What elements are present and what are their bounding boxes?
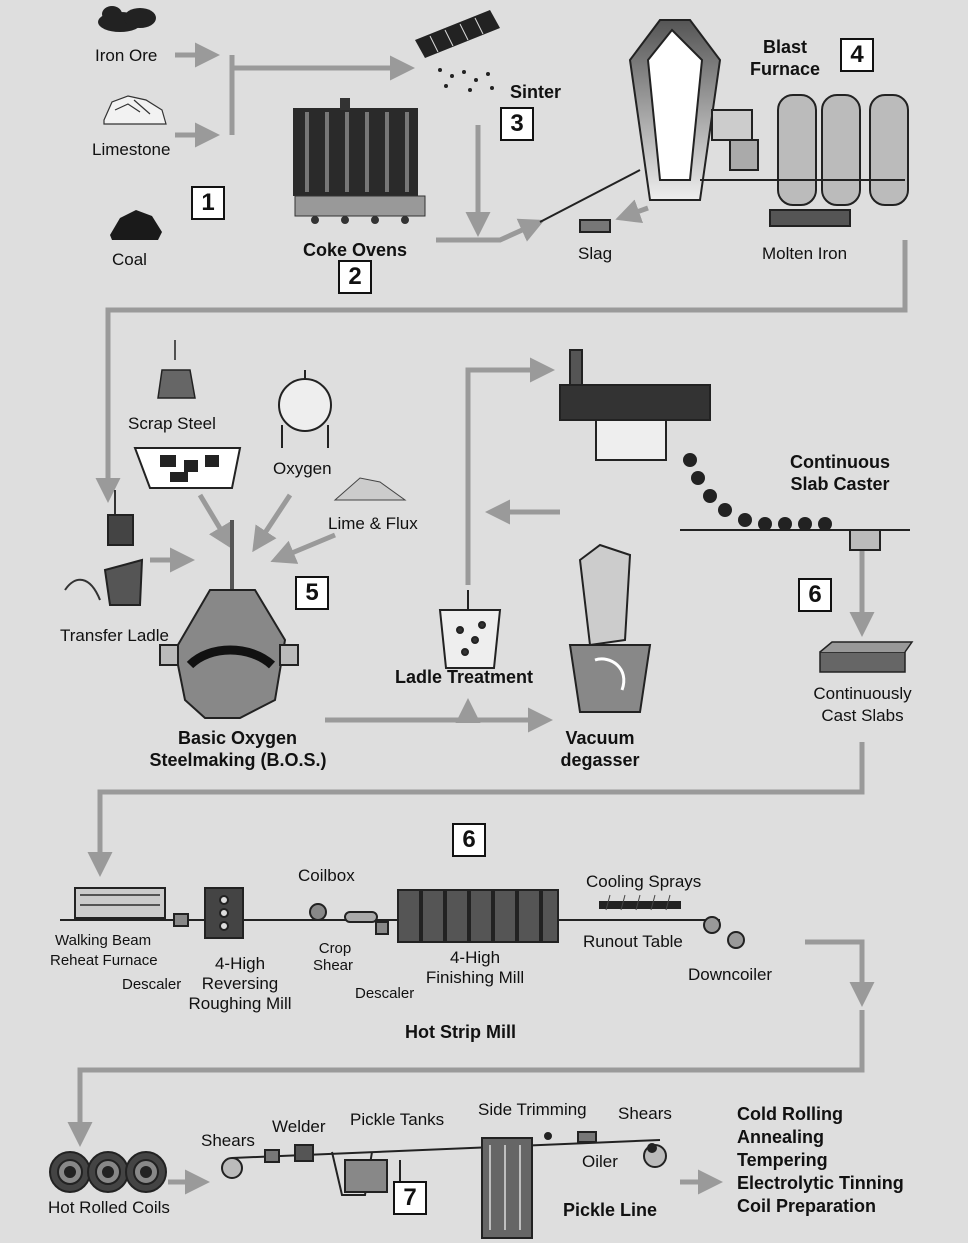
- final-process-item: Cold Rolling: [737, 1104, 843, 1124]
- final-process-item: Annealing: [737, 1127, 825, 1147]
- arrow-to-slag: [615, 199, 649, 224]
- label-cast-slabs: Cast Slabs: [821, 706, 904, 725]
- label-finishing-mill: Finishing Mill: [425, 968, 525, 987]
- step-number-6-strip: 6: [452, 823, 486, 857]
- line-to-bos: [95, 240, 908, 503]
- label-walking-beam: Walking Beam: [55, 932, 152, 949]
- step-number-7: 7: [393, 1181, 427, 1215]
- label-bos-line2: Steelmaking (B.O.S.): [149, 750, 327, 770]
- label-transfer-ladle: Transfer Ladle: [60, 626, 169, 645]
- hot-strip-mill-line: [60, 887, 745, 949]
- oxygen-tank: [278, 370, 332, 448]
- arrow-flux-to-bos: [270, 532, 336, 564]
- label-welder: Welder: [272, 1117, 326, 1136]
- label-oxygen: Oxygen: [273, 459, 332, 478]
- line-slabs-to-strip-mill: [87, 742, 865, 877]
- label-roughing-mill: Roughing Mill: [188, 994, 292, 1013]
- step-number-5: 5: [295, 576, 329, 610]
- blast-furnace: [539, 19, 909, 233]
- label-blast-furnace-line1: Blast: [762, 37, 807, 57]
- label-runout-table: Runout Table: [583, 932, 683, 951]
- transfer-ladle: [64, 490, 144, 606]
- step-number-3: 3: [500, 107, 534, 141]
- label-coke-ovens: Coke Ovens: [303, 240, 408, 260]
- sinter-machine: [415, 10, 500, 92]
- final-processes-list: Cold Rolling Annealing Tempering Electro…: [737, 1103, 904, 1218]
- final-process-item: Tempering: [737, 1150, 828, 1170]
- label-limestone: Limestone: [92, 140, 171, 159]
- arrow-to-blast-furnace: [436, 218, 545, 243]
- label-pickle-tanks: Pickle Tanks: [350, 1110, 445, 1129]
- step-number-2: 2: [338, 260, 372, 294]
- label-scrap-steel: Scrap Steel: [128, 414, 216, 433]
- label-slab-caster: Slab Caster: [790, 474, 890, 494]
- label-4-high-1: 4-High: [214, 954, 266, 973]
- step-number-6-caster: 6: [798, 578, 832, 612]
- ladle-treatment-vessel: [438, 590, 502, 669]
- label-lime-flux: Lime & Flux: [328, 514, 418, 533]
- step-number-1: 1: [191, 186, 225, 220]
- coke-ovens: [293, 98, 426, 224]
- step-number-4: 4: [840, 38, 874, 72]
- flow-arrows: [67, 42, 908, 1195]
- label-reversing: Reversing: [201, 974, 279, 993]
- scrap-crane: [157, 340, 196, 399]
- hot-rolled-coils: [49, 1151, 167, 1193]
- label-cooling-sprays: Cooling Sprays: [586, 872, 702, 891]
- coal-pile: [110, 210, 162, 240]
- label-continuously: Continuously: [813, 684, 912, 703]
- label-vacuum: Vacuum: [565, 728, 635, 748]
- bos-converter: [159, 520, 299, 719]
- line-to-pickle: [67, 1010, 865, 1147]
- label-4-high-2: 4-High: [449, 948, 501, 967]
- label-hot-rolled-coils: Hot Rolled Coils: [48, 1198, 170, 1217]
- label-coilbox: Coilbox: [298, 866, 355, 885]
- label-side-trimming: Side Trimming: [478, 1100, 587, 1119]
- line-downcoiler-down: [805, 939, 875, 1007]
- lime-flux-pile: [333, 477, 407, 501]
- label-shears-1: Shears: [201, 1131, 255, 1150]
- final-process-item: Coil Preparation: [737, 1196, 877, 1216]
- label-continuous: Continuous: [790, 452, 890, 472]
- arrow-oxygen-to-bos: [252, 493, 293, 553]
- final-process-item: Electrolytic Tinning: [737, 1173, 904, 1193]
- label-hot-strip-mill: Hot Strip Mill: [405, 1022, 516, 1042]
- arrow-scrap-to-bos: [197, 493, 233, 550]
- limestone-pile: [103, 95, 167, 125]
- vacuum-degasser-unit: [568, 543, 652, 713]
- pickle-line-equipment: [221, 1131, 667, 1239]
- label-slag: Slag: [578, 244, 613, 263]
- line-ladle-to-caster: [465, 357, 555, 585]
- label-descaler-1: Descaler: [122, 976, 182, 993]
- label-shear: Shear: [312, 957, 354, 974]
- label-coal: Coal: [112, 250, 147, 269]
- label-ladle-treatment: Ladle Treatment: [395, 667, 534, 687]
- continuous-slab-caster: [559, 349, 910, 551]
- label-oiler: Oiler: [582, 1152, 618, 1171]
- label-iron-ore: Iron Ore: [95, 46, 158, 65]
- label-descaler-2: Descaler: [355, 985, 415, 1002]
- scrap-steel-box: [133, 447, 242, 489]
- label-pickle-line: Pickle Line: [563, 1200, 658, 1220]
- iron-ore-pile: [98, 6, 156, 32]
- label-crop: Crop: [318, 940, 352, 957]
- label-degasser: degasser: [560, 750, 640, 770]
- label-blast-furnace-line2: Furnace: [749, 59, 821, 79]
- label-bos-line1: Basic Oxygen: [177, 728, 298, 748]
- label-sinter: Sinter: [510, 82, 562, 102]
- label-shears-2: Shears: [618, 1104, 672, 1123]
- cast-slabs-stack: [819, 641, 914, 673]
- label-downcoiler: Downcoiler: [688, 965, 773, 984]
- label-reheat-furnace: Reheat Furnace: [50, 952, 158, 969]
- label-molten-iron: Molten Iron: [762, 244, 848, 263]
